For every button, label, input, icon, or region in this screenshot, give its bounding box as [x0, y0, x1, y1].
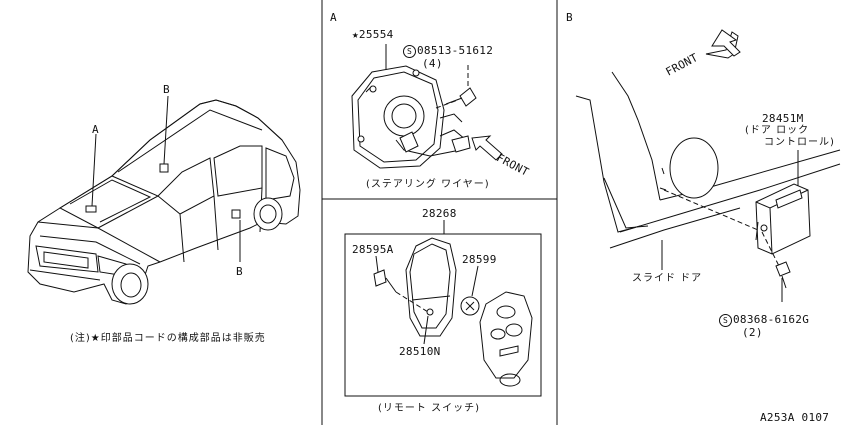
remote-switch-frame: [345, 234, 541, 396]
steering-wire-illustration: [352, 44, 502, 168]
callout-b-bottom: B: [236, 265, 243, 278]
s-symbol-icon: S: [403, 45, 416, 58]
sliding-door-label: スライド ドア: [632, 273, 703, 284]
minivan-illustration: [28, 96, 300, 304]
section-b-label: B: [566, 11, 573, 24]
door-lock-control-name-1: (ドア ロック: [745, 125, 810, 136]
part-remote-switch: 28268: [422, 207, 457, 220]
section-a-label: A: [330, 11, 337, 24]
part-case: 28510N: [399, 345, 441, 358]
part-door-lock-control: 28451M: [762, 112, 804, 125]
remote-switch-illustration: [345, 220, 541, 396]
bolt-steering-qty: (4): [422, 57, 443, 70]
non-sale-note: (注)★印部品コードの構成部品は非販売: [70, 333, 266, 344]
part-screw: 28595A: [352, 243, 394, 256]
door-lock-control-name-2: コントロール): [764, 137, 835, 148]
part-steering-wire: ★25554: [352, 28, 394, 41]
bolt-steering-part: 08513-51612: [417, 44, 494, 57]
figure-code: A253A 0107: [760, 411, 830, 424]
caption-remote-switch: (リモート スイッチ): [378, 403, 480, 414]
s-symbol-icon: S: [719, 314, 732, 327]
door-illustration: [576, 30, 840, 302]
part-battery: 28599: [462, 253, 497, 266]
bolt-door-part: 08368-6162G: [733, 313, 810, 326]
callout-b-top: B: [163, 83, 170, 96]
caption-steering-wire: (ステアリング ワイヤー): [366, 179, 490, 190]
callout-a: A: [92, 123, 99, 136]
bolt-door-qty: (2): [742, 326, 763, 339]
